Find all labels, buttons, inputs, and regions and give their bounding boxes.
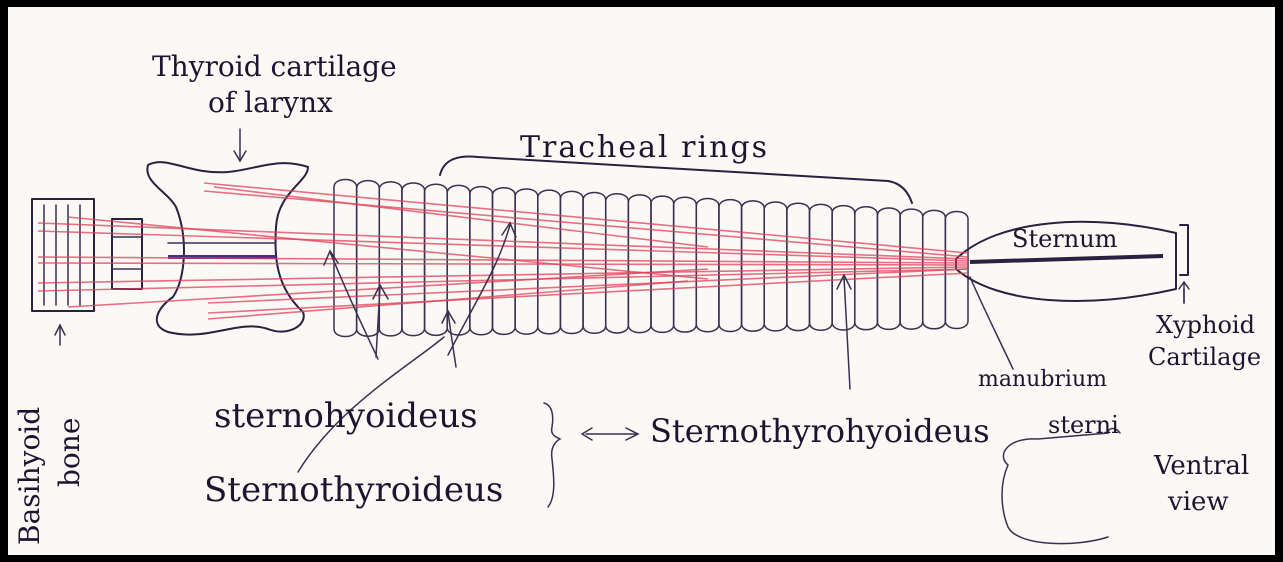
basihyoid-bone <box>32 199 142 311</box>
ventral-view-label: Ventral <box>1154 453 1249 479</box>
tracheal-ring <box>832 206 855 330</box>
manubrium-sterni-label: manubrium <box>978 369 1107 391</box>
diagram-canvas: Thyroid cartilage of larynx Tracheal rin… <box>8 7 1275 555</box>
thyroid-cartilage-label: Thyroid cartilage <box>152 53 397 81</box>
xyphoid-cartilage-label: Xyphoid <box>1156 313 1255 337</box>
tracheal-ring <box>583 193 606 334</box>
tracheal-rings-label: Tracheal rings <box>520 133 769 163</box>
thyroid-cartilage-label-line2: of larynx <box>208 89 333 117</box>
xyphoid-cartilage-label-line2: Cartilage <box>1148 345 1261 369</box>
basihyoid-bone-label-line2: bone <box>56 367 84 487</box>
manubrium-sterni-label-line2: sterni <box>1048 413 1119 437</box>
sternohyoideus-label: sternohyoideus <box>214 399 478 433</box>
tracheal-ring <box>606 194 629 333</box>
tracheal-ring <box>719 200 742 332</box>
tracheal-ring <box>742 201 765 331</box>
ventral-view-label-line2: view <box>1168 489 1229 515</box>
tracheal-ring <box>560 191 583 333</box>
tracheal-ring <box>900 209 923 329</box>
basihyoid-bone-label: Basihyoid <box>16 335 44 545</box>
sternothyroid-muscle-strands <box>204 183 968 319</box>
sternothyroideus-label: Sternothyroideus <box>204 473 503 507</box>
tracheal-ring <box>764 202 787 331</box>
tracheal-ring <box>787 203 810 330</box>
sternum-label: Sternum <box>1012 227 1117 251</box>
sternohyoid-muscle-strands <box>38 217 968 307</box>
tracheal-ring <box>810 204 833 330</box>
diagram-drawing <box>8 7 1275 555</box>
tracheal-ring <box>538 190 561 334</box>
sternothyrohyoideus-label: Sternothyrohyoideus <box>650 415 990 447</box>
